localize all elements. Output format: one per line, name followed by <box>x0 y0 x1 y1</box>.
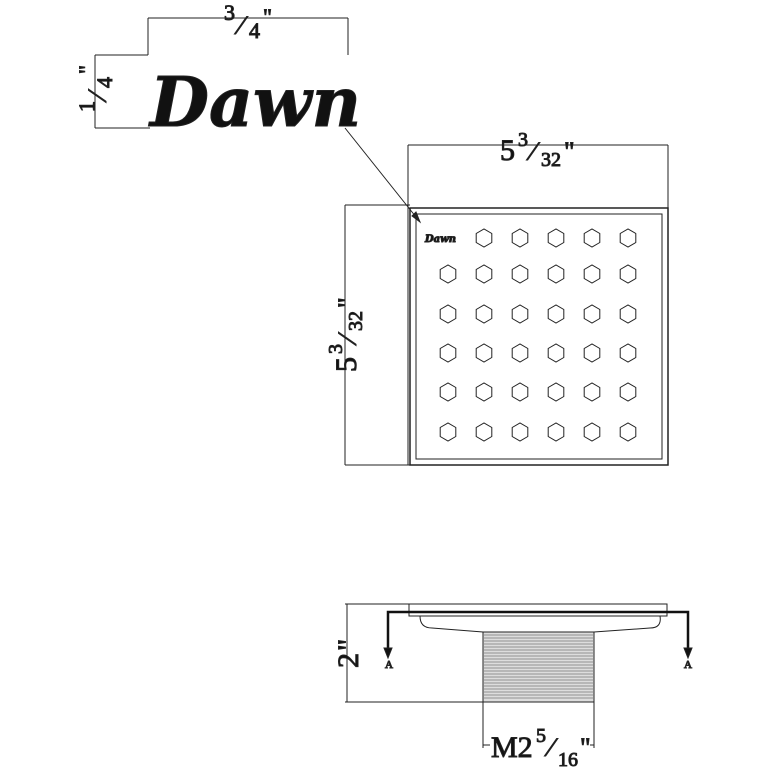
hexagon-hole <box>475 343 493 363</box>
grate-height-whole: 5 <box>330 357 363 372</box>
grate-width-slash: ⁄ <box>526 137 540 166</box>
logo-width-unit: " <box>263 4 272 29</box>
hexagon-hole <box>583 382 601 402</box>
hexagon-hole <box>511 343 529 363</box>
section-label-right: A <box>684 659 692 671</box>
thread-dimension <box>482 702 595 748</box>
grate-height-unit: " <box>333 297 362 308</box>
thread-lines <box>484 634 593 699</box>
hexagon-hole <box>619 343 637 363</box>
drain-holes <box>439 228 637 442</box>
grate-small-logo: Dawn <box>424 234 456 245</box>
grate-height-den: 32 <box>345 311 367 331</box>
hexagon-hole <box>547 382 565 402</box>
hexagon-hole <box>619 382 637 402</box>
logo-width-num: 3 <box>224 0 235 25</box>
grate-width-whole: 5 <box>500 134 515 167</box>
hexagon-hole <box>583 343 601 363</box>
grate-width-unit: " <box>564 137 575 166</box>
body-height-value: 2 <box>332 653 365 668</box>
hexagon-hole <box>439 304 457 324</box>
logo-height-num: 1 <box>74 101 99 112</box>
hexagon-hole <box>475 382 493 402</box>
section-line <box>386 610 690 650</box>
thread-prefix: M2 <box>491 731 533 764</box>
section-label-left: A <box>385 659 393 671</box>
hexagon-hole <box>511 382 529 402</box>
hexagon-hole <box>511 264 529 284</box>
grate-width-den: 32 <box>541 149 561 171</box>
hexagon-hole <box>583 422 601 442</box>
hexagon-hole <box>547 304 565 324</box>
logo-width-den: 4 <box>249 18 260 43</box>
logo-width-slash: ⁄ <box>234 11 248 40</box>
section-arrow-right-icon <box>683 647 693 660</box>
grate-height-dimension <box>344 204 410 466</box>
thread-num: 5 <box>536 725 546 747</box>
thread-unit: " <box>580 733 591 762</box>
logo-height-slash: ⁄ <box>83 89 112 103</box>
hexagon-hole <box>619 304 637 324</box>
hexagon-hole <box>583 228 601 248</box>
logo-height-unit: " <box>74 65 99 74</box>
grate-height-slash: ⁄ <box>333 332 362 346</box>
logo-leader-line <box>344 127 421 223</box>
logo-height-den: 4 <box>92 77 117 88</box>
hexagon-hole <box>511 228 529 248</box>
hexagon-hole <box>439 382 457 402</box>
hexagon-hole <box>475 422 493 442</box>
section-arrow-left-icon <box>383 647 393 660</box>
thread-slash: ⁄ <box>544 733 558 762</box>
hexagon-hole <box>547 228 565 248</box>
hexagon-hole <box>511 304 529 324</box>
hexagon-hole <box>619 264 637 284</box>
hexagon-hole <box>547 264 565 284</box>
grate-height-num: 3 <box>325 344 347 354</box>
hexagon-hole <box>439 422 457 442</box>
thread-den: 16 <box>558 749 578 768</box>
body-height-dimension <box>345 603 483 703</box>
hexagon-hole <box>439 343 457 363</box>
hexagon-hole <box>583 304 601 324</box>
logo-width-dimension <box>95 17 349 56</box>
grate-width-num: 3 <box>518 129 528 151</box>
hexagon-hole <box>475 304 493 324</box>
hexagon-hole <box>583 264 601 284</box>
grate-outer-frame <box>409 207 669 466</box>
hexagon-hole <box>619 422 637 442</box>
body-height-unit: " <box>332 639 365 651</box>
hexagon-hole <box>475 264 493 284</box>
hexagon-hole <box>439 264 457 284</box>
hexagon-hole <box>475 228 493 248</box>
hexagon-hole <box>547 422 565 442</box>
hexagon-hole <box>619 228 637 248</box>
logo-height-dimension <box>94 55 150 129</box>
brand-logo: Dawn <box>148 63 361 143</box>
grate-width-dimension <box>407 144 669 465</box>
hexagon-hole <box>511 422 529 442</box>
grate-inner-frame <box>415 213 663 460</box>
hexagon-hole <box>547 343 565 363</box>
